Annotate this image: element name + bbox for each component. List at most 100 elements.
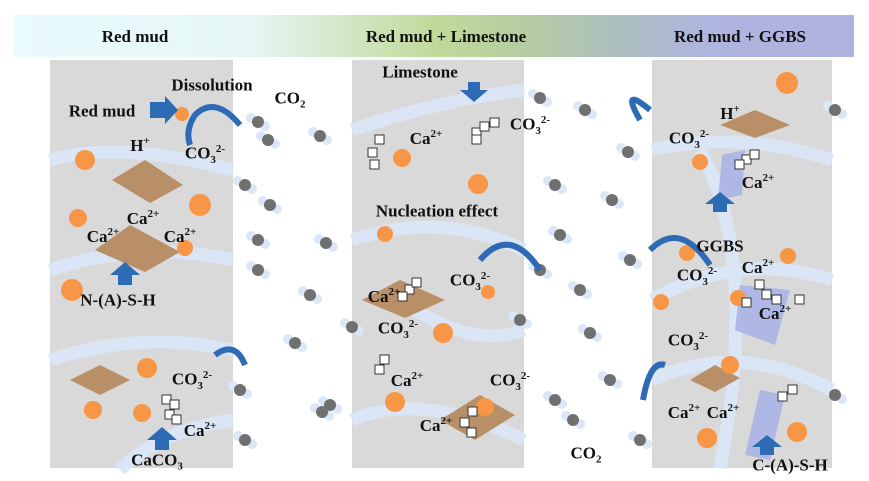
particle (433, 323, 453, 343)
label-superscript: 2- (707, 264, 718, 277)
particle (692, 154, 708, 170)
label-subscript: 3 (210, 154, 216, 167)
label-text: Ca (419, 415, 441, 435)
co2-molecule (258, 196, 282, 214)
label-superscript: 2+ (762, 172, 775, 185)
cube-icon (466, 427, 477, 438)
cube-icon (404, 284, 415, 295)
label: Ca2+ (164, 227, 197, 245)
co2-molecule (314, 234, 338, 252)
caco3-crystals (161, 117, 805, 438)
particle (653, 294, 669, 310)
particle (377, 226, 393, 242)
curved-arrow-icon (640, 361, 666, 401)
cube-icon (379, 354, 390, 365)
label-subscript: 3 (475, 281, 481, 294)
label-subscript: 2 (596, 453, 602, 466)
header-red-mud-ggbs: Red mud + GGBS (673, 27, 807, 46)
header-red-mud-limestone: Red mud + Limestone (365, 27, 527, 46)
label-text: Ca (183, 420, 205, 440)
label-text: CO (449, 270, 476, 290)
particle (481, 285, 495, 299)
label: CO32- (489, 370, 530, 393)
co2-molecule (340, 318, 364, 336)
label-text: H (720, 103, 734, 123)
co2-molecule (561, 411, 585, 429)
cube-icon (367, 147, 378, 158)
co2-molecule (528, 89, 552, 107)
label-superscript: 2- (699, 127, 710, 140)
label-text: Nucleation effect (375, 201, 499, 221)
label-superscript: 2+ (184, 226, 197, 239)
cube-icon (787, 384, 798, 395)
particle (787, 422, 807, 442)
label: C-(A)-S-H (752, 457, 828, 474)
co2-molecule (823, 101, 847, 119)
label-text: CO (171, 369, 198, 389)
particle (189, 194, 211, 216)
label-text: CO (570, 443, 597, 463)
label-superscript: + (733, 103, 740, 116)
particles (61, 72, 807, 448)
header-gradient-bar (14, 15, 854, 57)
label: Ca2+ (668, 403, 701, 421)
label-text: Ca (741, 257, 763, 277)
label-text: Limestone (382, 62, 458, 82)
label: Ca2+ (759, 304, 792, 322)
co2-molecule (508, 311, 532, 329)
label-text: CO (184, 143, 211, 163)
co2-molecule (246, 113, 270, 131)
label-text: CO (509, 114, 536, 134)
arrows (110, 82, 782, 455)
particle (175, 107, 189, 121)
header-red-mud: Red mud (101, 27, 169, 46)
gel-sheet (720, 110, 790, 138)
co2-molecule (823, 386, 847, 404)
label-text: Ca (667, 402, 689, 422)
co2-molecule (573, 101, 597, 119)
label: Nucleation effect (376, 203, 498, 220)
label-subscript: 3 (177, 460, 183, 473)
block-arrow-icon (752, 435, 782, 455)
label-superscript: 2- (202, 368, 213, 381)
particle (721, 356, 739, 374)
co2-molecule (233, 431, 257, 449)
particle (69, 209, 87, 227)
label-superscript: 2+ (440, 415, 453, 428)
cube-icon (741, 297, 752, 308)
co2-molecule (256, 131, 280, 149)
label-superscript: 2+ (727, 402, 740, 415)
cube-icon (459, 417, 470, 428)
label: Ca2+ (420, 416, 453, 434)
label-text: Red mud (68, 101, 136, 121)
label: CO32- (449, 270, 490, 294)
label: CO32- (669, 127, 710, 151)
panel-limestone (352, 60, 524, 468)
co2-molecule (228, 381, 252, 399)
label-subscript: 3 (693, 341, 699, 354)
label-subscript: 3 (535, 125, 541, 138)
label-subscript: 3 (702, 276, 708, 289)
cube-icon (169, 399, 180, 410)
cube-icon (771, 294, 782, 305)
label-text: CO (489, 370, 516, 390)
label-superscript: 2+ (411, 370, 424, 383)
label: CO2 (275, 89, 306, 110)
curved-arrow-icon (647, 235, 713, 267)
particle (177, 240, 193, 256)
co2-molecule (598, 371, 622, 389)
curved-arrows (185, 96, 713, 401)
gel-sheet (440, 395, 515, 440)
label-superscript: 2+ (779, 303, 792, 316)
label-text: CO (377, 318, 404, 338)
block-arrow-icon (150, 96, 178, 124)
label-text: C-(A)-S-H (752, 455, 828, 475)
co2-molecule (548, 226, 572, 244)
curved-arrow-icon (213, 346, 248, 367)
co2-molecule (318, 396, 342, 414)
co2-molecule (233, 176, 257, 194)
label-text: H (130, 135, 144, 155)
label-subscript: 3 (197, 380, 203, 393)
label-text: Ca (741, 172, 763, 192)
